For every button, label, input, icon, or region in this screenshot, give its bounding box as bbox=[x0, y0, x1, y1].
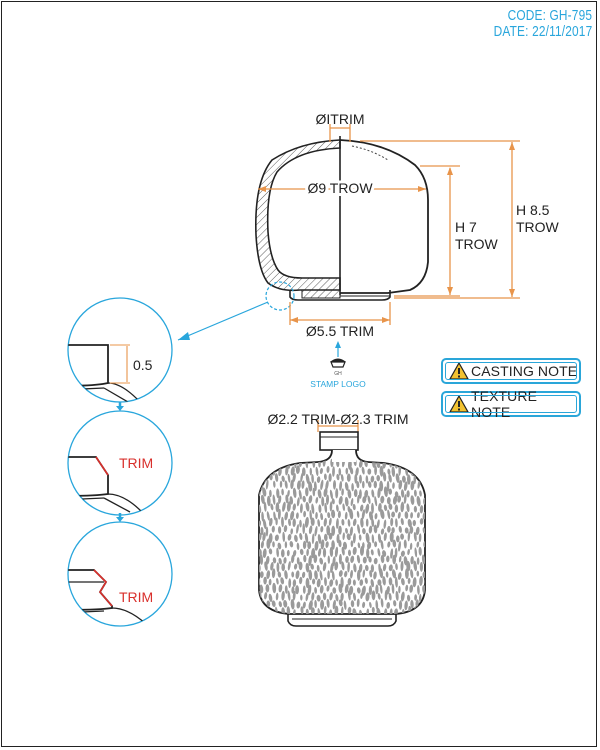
stamp-logo-label: STAMP LOGO bbox=[310, 379, 366, 389]
arrow-down-icon bbox=[116, 513, 124, 522]
detail-2: TRIM bbox=[67, 410, 173, 516]
date-label: DATE: 22/11/2017 bbox=[493, 24, 592, 40]
arrow-down-icon bbox=[116, 402, 124, 411]
dim-height-total-2: TROW bbox=[516, 219, 560, 235]
textured-bottle-view bbox=[258, 431, 426, 627]
stamp-logo-icon bbox=[330, 358, 346, 362]
stamp-logo: GH STAMP LOGO bbox=[310, 341, 366, 389]
texture-note-label: TEXTURE NOTE bbox=[471, 388, 538, 420]
detail-3: TRIM bbox=[67, 521, 173, 627]
dim-height-total-1: H 8.5 bbox=[516, 202, 550, 218]
casting-note-button[interactable]: CASTING NOTE bbox=[441, 358, 581, 384]
warning-icon bbox=[449, 362, 469, 380]
dim-neck-top: ØITRIM bbox=[316, 111, 365, 127]
base-foot bbox=[289, 290, 391, 301]
warning-icon bbox=[449, 395, 469, 413]
texture-note-button[interactable]: TEXTURE NOTE bbox=[441, 388, 581, 420]
dim-neck-bottom: Ø2.2 TRIM-Ø2.3 TRIM bbox=[267, 411, 408, 427]
section-view bbox=[177, 136, 429, 341]
bottle-neck bbox=[319, 431, 359, 451]
detail-marker-circle bbox=[265, 281, 295, 311]
detail-trim-label-1: TRIM bbox=[119, 455, 153, 471]
dimension-lines bbox=[258, 124, 520, 432]
dim-base: Ø5.5 TRIM bbox=[306, 323, 374, 339]
stamp-logo-mark: GH bbox=[334, 371, 342, 377]
detail-leader bbox=[177, 301, 269, 341]
dim-body-width: Ø9 TROW bbox=[307, 180, 373, 196]
casting-note-label: CASTING NOTE bbox=[471, 363, 578, 379]
dim-height-body-1: H 7 bbox=[455, 219, 477, 235]
section-outline-right bbox=[339, 139, 429, 294]
detail-thickness-label: 0.5 bbox=[133, 357, 153, 373]
code-label: CODE: GH-795 bbox=[507, 8, 592, 24]
dim-height-body-2: TROW bbox=[455, 236, 499, 252]
section-wall-hatch bbox=[255, 139, 341, 292]
detail-trim-label-2: TRIM bbox=[119, 589, 153, 605]
detail-1: 0.5 bbox=[67, 297, 173, 403]
